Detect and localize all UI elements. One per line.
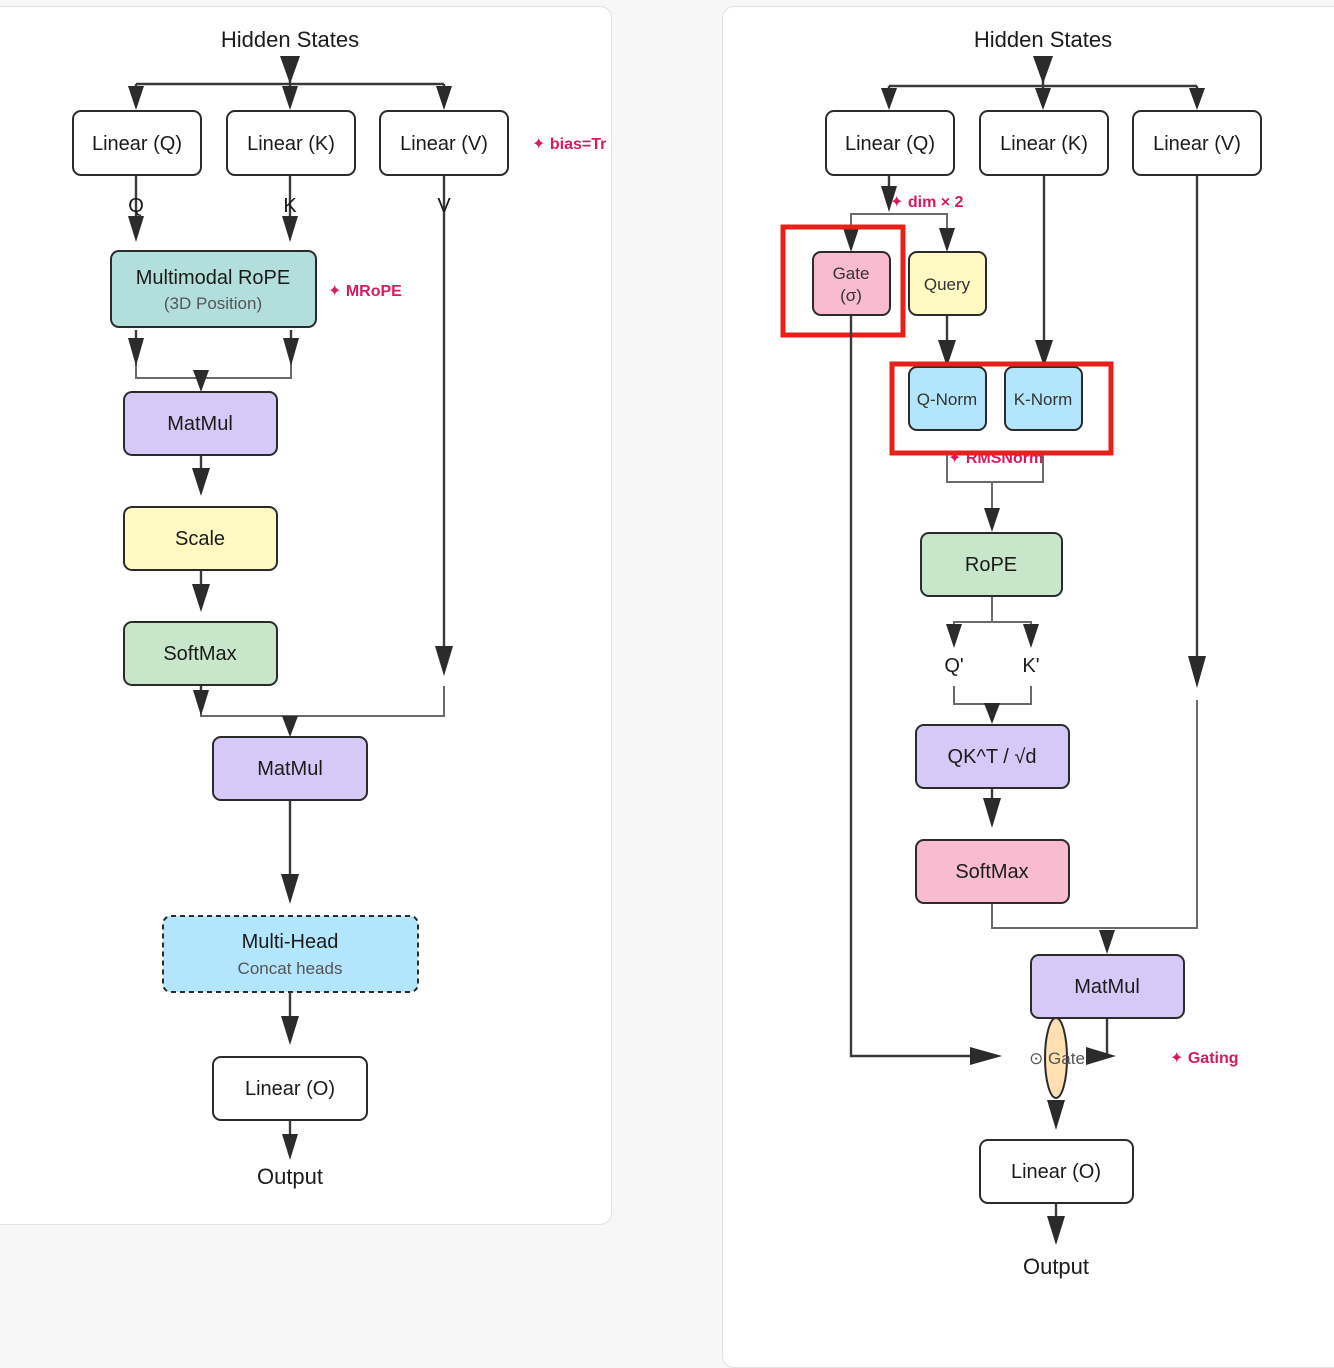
right-gating-annotation: ✦ Gating — [1170, 1050, 1239, 1067]
right-dim-annotation: ✦ dim × 2 — [890, 194, 964, 211]
left-hidden-states: Hidden States — [221, 27, 359, 52]
right-gate-box — [812, 251, 891, 316]
left-multihead-box — [162, 915, 419, 993]
right-softmax-label: SoftMax — [955, 861, 1028, 883]
right-diagram: Hidden States Linear (Q) Linear (K) Line… — [780, 27, 1262, 1279]
left-diagram-panel — [0, 6, 612, 1225]
right-k-prime: K' — [1022, 655, 1039, 677]
left-matmul2-label: MatMul — [257, 758, 323, 780]
left-scale-box — [123, 506, 278, 571]
right-query-label: Query — [924, 275, 971, 294]
right-softmax-box — [915, 839, 1070, 904]
left-linear-k-label: Linear (K) — [247, 133, 335, 155]
left-mrope-sub: (3D Position) — [164, 294, 262, 313]
right-knorm-label: K-Norm — [1014, 390, 1073, 409]
left-linear-o-label: Linear (O) — [245, 1078, 335, 1100]
left-k-label: K — [283, 195, 297, 217]
left-mrope-title: Multimodal RoPE — [136, 267, 291, 289]
left-linear-v-box — [379, 110, 509, 176]
right-rope-label: RoPE — [965, 554, 1017, 576]
right-linear-k-box — [979, 110, 1109, 176]
right-linear-o-box — [979, 1139, 1134, 1204]
left-linear-k-box — [226, 110, 356, 176]
right-linear-q-label: Linear (Q) — [845, 133, 935, 155]
right-gate-line1: Gate — [833, 264, 870, 283]
right-gate-line2: (σ) — [840, 286, 862, 305]
left-diagram: Hidden States Linear (Q) Linear (K) Line… — [72, 27, 606, 1189]
right-linear-v-label: Linear (V) — [1153, 133, 1241, 155]
left-output: Output — [257, 1164, 323, 1189]
left-matmul2-box — [212, 736, 368, 801]
left-linear-v-label: Linear (V) — [400, 133, 488, 155]
left-multihead-title: Multi-Head — [242, 931, 339, 953]
left-q-label: Q — [128, 195, 144, 217]
right-qnorm-label: Q-Norm — [917, 390, 977, 409]
right-qkt-box — [915, 724, 1070, 789]
right-knorm-box — [1004, 366, 1083, 431]
left-linear-q-label: Linear (Q) — [92, 133, 182, 155]
right-linear-k-label: Linear (K) — [1000, 133, 1088, 155]
right-linear-q-box — [825, 110, 955, 176]
left-bias-annotation: ✦ bias=Tr — [532, 136, 606, 153]
left-linear-q-box — [72, 110, 202, 176]
left-linear-o-box — [212, 1056, 368, 1121]
left-v-label: V — [437, 195, 451, 217]
left-matmul1-box — [123, 391, 278, 456]
right-linear-o-label: Linear (O) — [1011, 1161, 1101, 1183]
left-scale-label: Scale — [175, 528, 225, 550]
right-hidden-states: Hidden States — [974, 27, 1112, 52]
right-gate-highlight — [780, 224, 906, 338]
left-mrope-box — [110, 250, 317, 328]
right-linear-v-box — [1132, 110, 1262, 176]
right-matmul-box — [1030, 954, 1185, 1019]
right-qkt-label: QK^T / √d — [948, 746, 1037, 768]
right-output: Output — [1023, 1254, 1089, 1279]
right-query-box — [908, 251, 987, 316]
left-mrope-annotation: ✦ MRoPE — [328, 283, 402, 300]
right-q-prime: Q' — [944, 655, 963, 677]
right-matmul-label: MatMul — [1074, 976, 1140, 998]
left-softmax-box — [123, 621, 278, 686]
right-gate-op-node — [1044, 1017, 1068, 1099]
right-rope-box — [920, 532, 1063, 597]
left-matmul1-label: MatMul — [167, 413, 233, 435]
left-multihead-sub: Concat heads — [238, 959, 343, 978]
right-gate-op-label: ⊙ Gate — [1029, 1049, 1085, 1068]
left-softmax-label: SoftMax — [163, 643, 236, 665]
right-norm-highlight — [889, 361, 1114, 456]
right-qnorm-box — [908, 366, 987, 431]
